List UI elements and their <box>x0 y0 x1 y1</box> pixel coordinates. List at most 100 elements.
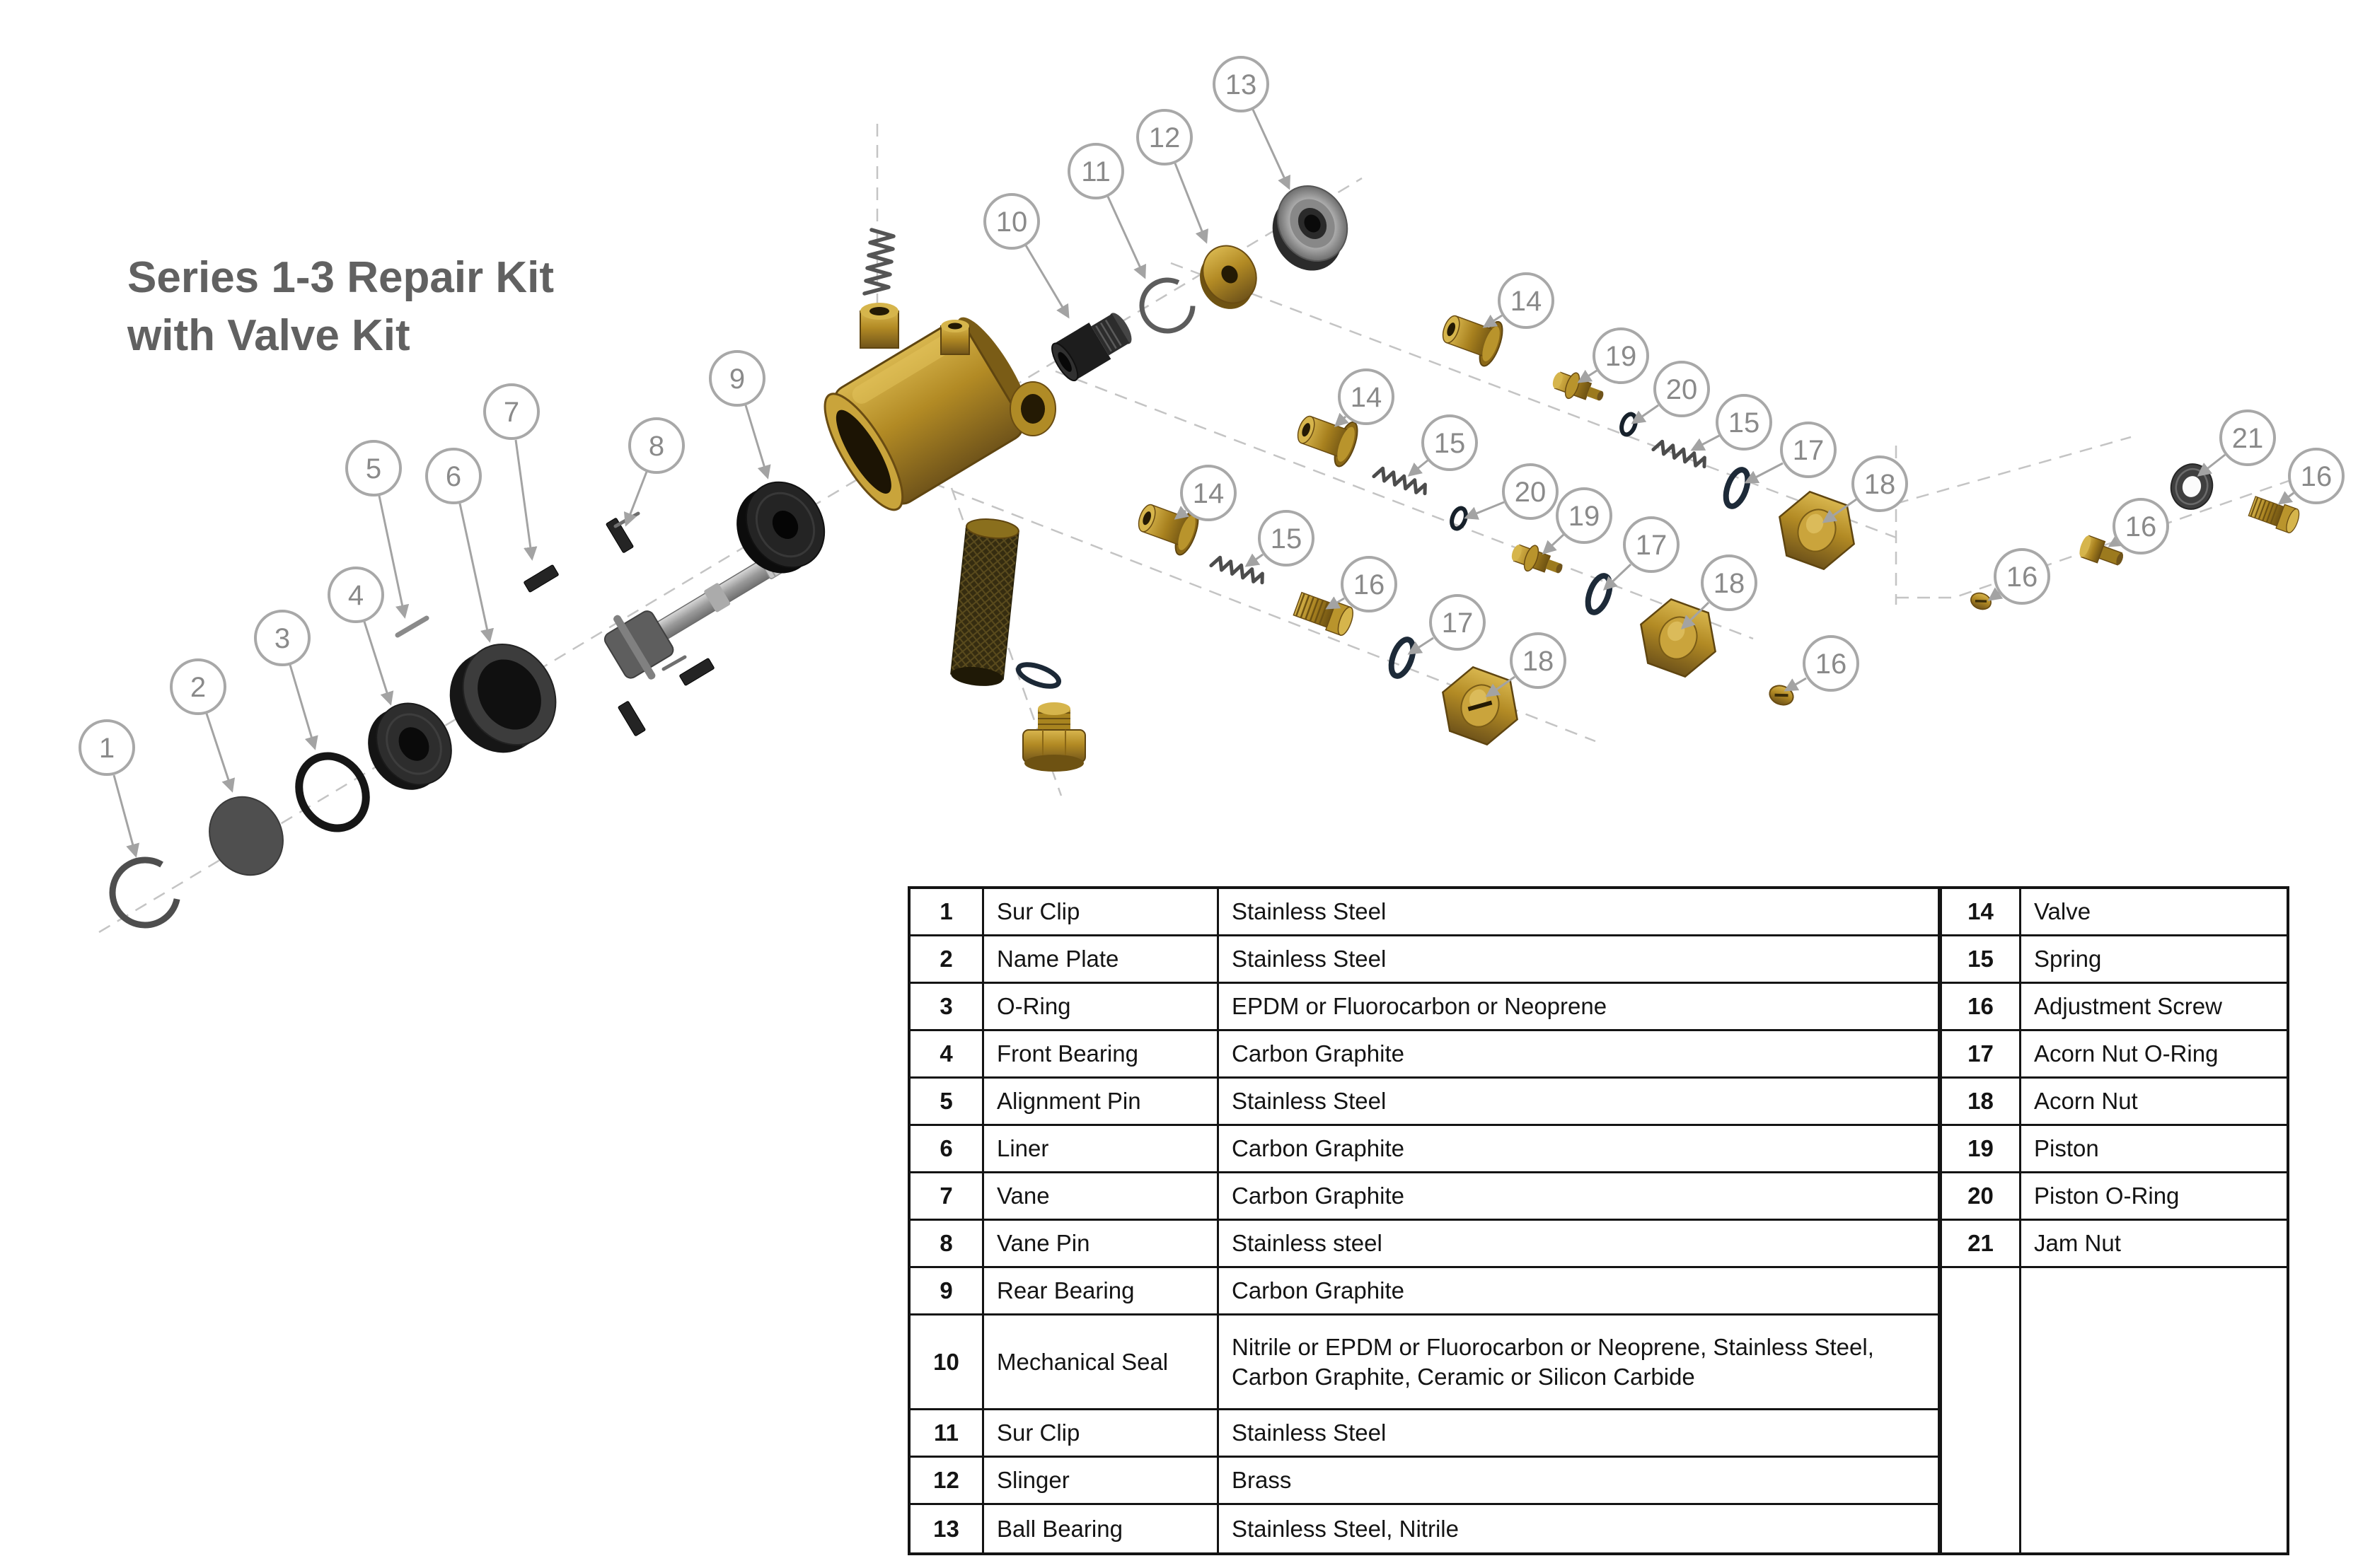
part-number: 16 <box>1942 984 2021 1031</box>
part-name: Slinger <box>984 1458 1219 1505</box>
svg-text:14: 14 <box>1510 286 1542 317</box>
svg-text:1: 1 <box>99 733 115 764</box>
title-line-1: Series 1-3 Repair Kit <box>127 253 555 302</box>
svg-text:20: 20 <box>1515 477 1547 508</box>
svg-text:2: 2 <box>190 672 206 703</box>
title-line-2: with Valve Kit <box>127 310 410 360</box>
part-material: Carbon Graphite <box>1219 1173 1938 1221</box>
part-material: Stainless steel <box>1219 1221 1938 1268</box>
callout-14b: 14 <box>1334 368 1394 427</box>
pump-body-side-port <box>1010 381 1056 436</box>
svg-text:14: 14 <box>1193 478 1225 509</box>
svg-text:14: 14 <box>1351 382 1382 413</box>
part-drain-plug <box>1022 702 1086 772</box>
part-name: Liner <box>984 1126 1219 1173</box>
part-acorn-nut-o-ring-row3 <box>1387 637 1418 679</box>
part-name: Rear Bearing <box>984 1268 1219 1316</box>
part-piston-o-ring-row1 <box>1619 412 1638 436</box>
svg-text:17: 17 <box>1442 608 1474 639</box>
callout-14a: 14 <box>1482 272 1554 329</box>
callout-6: 6 <box>425 448 495 643</box>
part-spring-row1 <box>1653 439 1708 468</box>
part-number: 6 <box>911 1126 984 1173</box>
part-name: Piston <box>2021 1126 2287 1173</box>
part-number: 3 <box>911 984 984 1031</box>
callout-13: 13 <box>1213 56 1290 190</box>
part-sur-clip-rear <box>1139 277 1196 334</box>
callout-11: 11 <box>1068 143 1146 279</box>
callout-3: 3 <box>254 610 318 750</box>
part-name: O-Ring <box>984 984 1219 1031</box>
part-alignment-pin <box>395 615 429 638</box>
svg-text:20: 20 <box>1666 374 1698 405</box>
empty-cell <box>2021 1268 2287 1552</box>
part-front-bearing <box>368 702 452 790</box>
svg-text:21: 21 <box>2232 423 2264 454</box>
part-name: Alignment Pin <box>984 1079 1219 1126</box>
part-number: 15 <box>1942 936 2021 984</box>
part-number: 12 <box>911 1458 984 1505</box>
part-number: 9 <box>911 1268 984 1316</box>
part-name: Mechanical Seal <box>984 1316 1219 1410</box>
part-piston-o-ring-row2 <box>1449 506 1468 530</box>
callout-2: 2 <box>170 658 236 793</box>
callout-17a: 17 <box>1744 422 1837 484</box>
callout-16a: 16 <box>2277 448 2345 505</box>
callout-15a: 15 <box>1690 394 1772 451</box>
part-material: EPDM or Fluorocarbon or Neoprene <box>1219 984 1938 1031</box>
svg-text:19: 19 <box>1605 341 1637 372</box>
callout-16c: 16 <box>1987 548 2050 605</box>
part-material: Carbon Graphite <box>1219 1031 1938 1079</box>
part-acorn-nut-row2 <box>1628 591 1728 685</box>
part-vanes <box>524 518 715 736</box>
part-name: Adjustment Screw <box>2021 984 2287 1031</box>
callout-15b: 15 <box>1407 414 1478 477</box>
svg-text:16: 16 <box>1353 569 1385 600</box>
part-o-ring <box>295 752 370 832</box>
callout-17b: 17 <box>1602 516 1680 591</box>
callout-17c: 17 <box>1407 594 1486 655</box>
part-acorn-nut-row3 <box>1430 659 1530 753</box>
part-sur-clip-front <box>109 856 181 929</box>
part-ball-bearing <box>1272 185 1348 271</box>
part-number: 7 <box>911 1173 984 1221</box>
part-material: Nitrile or EPDM or Fluorocarbon or Neopr… <box>1219 1316 1938 1410</box>
callout-1: 1 <box>79 719 140 858</box>
svg-text:15: 15 <box>1728 407 1760 439</box>
svg-text:18: 18 <box>1522 646 1554 677</box>
part-number: 14 <box>1942 889 2021 936</box>
svg-text:4: 4 <box>348 580 364 611</box>
callout-16d: 16 <box>1325 556 1397 612</box>
part-spring-row3 <box>1211 555 1266 584</box>
part-name: Acorn Nut O-Ring <box>2021 1031 2287 1079</box>
part-name: Name Plate <box>984 936 1219 984</box>
part-mechanical-seal <box>1051 313 1132 382</box>
part-material: Brass <box>1219 1458 1938 1505</box>
part-number: 13 <box>911 1505 984 1552</box>
svg-text:19: 19 <box>1568 501 1600 532</box>
svg-text:18: 18 <box>1713 568 1745 599</box>
callout-16b: 16 <box>2108 498 2169 554</box>
callout-4: 4 <box>328 567 394 706</box>
part-acorn-nut-row1 <box>1767 484 1867 577</box>
svg-text:11: 11 <box>1081 156 1111 187</box>
svg-text:17: 17 <box>1793 435 1825 466</box>
part-adjustment-screw-small-2 <box>1967 588 1995 614</box>
part-number: 1 <box>911 889 984 936</box>
callout-19a: 19 <box>1577 327 1649 384</box>
callout-9: 9 <box>709 350 771 480</box>
svg-text:15: 15 <box>1434 428 1466 459</box>
callout-20b: 20 <box>1464 463 1559 520</box>
part-top-spring <box>862 228 896 296</box>
pump-body-top-port-2 <box>940 320 970 355</box>
svg-text:9: 9 <box>729 364 745 395</box>
callout-20a: 20 <box>1631 361 1710 424</box>
svg-text:10: 10 <box>996 207 1028 238</box>
svg-text:18: 18 <box>1864 469 1896 500</box>
part-adjustment-screw-far-right <box>2247 493 2303 535</box>
part-acorn-nut-o-ring-row1 <box>1722 467 1752 509</box>
